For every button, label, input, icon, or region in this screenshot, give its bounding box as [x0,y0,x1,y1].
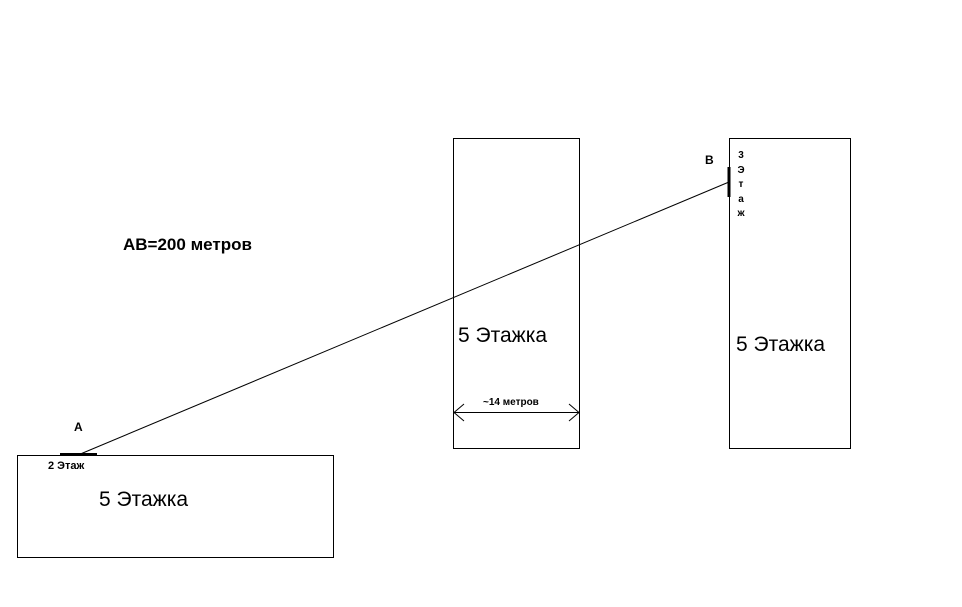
floor-2-label: 2 Этаж [48,460,85,472]
distance-label: AB=200 метров [123,235,252,254]
building-middle-outline [453,138,580,449]
building-middle-label: 5 Этажка [458,324,548,347]
building-right-label: 5 Этажка [736,333,826,356]
point-a-label: A [74,420,83,434]
width-label: ~14 метров [483,397,539,408]
floor-3-char: а [738,193,744,205]
building-right-outline [729,138,851,449]
floor-3-char: 3 [738,150,744,161]
building-left-outline [17,455,334,558]
width-dimension-arrow [453,403,580,422]
sight-line-ab [77,181,730,456]
building-left-label: 5 Этажка [99,488,189,511]
floor-3-vertical-label: 3 Э т а ж [736,149,746,222]
floor-3-char: т [738,179,744,190]
point-b-label: B [705,153,714,167]
floor-3-char: Э [737,164,745,176]
floor-3-char: ж [737,208,745,219]
